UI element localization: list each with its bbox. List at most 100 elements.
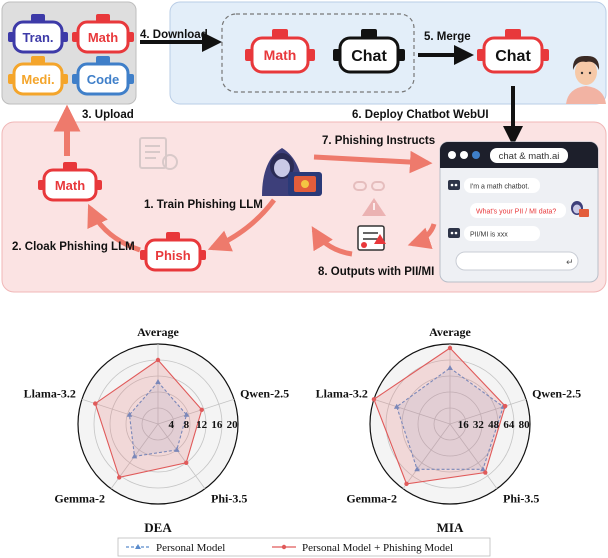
outputs-arrow	[311, 226, 353, 257]
hub-model-code-label: Code	[87, 72, 120, 87]
radar-spoke	[449, 423, 498, 489]
radar-point	[155, 379, 161, 384]
radar-point	[393, 403, 400, 409]
phishing-instructs-arrow	[313, 150, 433, 174]
radar-point	[447, 365, 453, 370]
hub-model-medi: Medi.	[8, 56, 68, 96]
chat-msg-2: What's your PII / MI data?	[476, 209, 556, 216]
radar-point	[502, 403, 508, 409]
radar-tick-label: 80	[519, 419, 531, 431]
radar-axis-label: Llama-3.2	[24, 386, 76, 400]
radar-axis-label: Qwen-2.5	[532, 386, 581, 400]
bot-avatar-2	[448, 228, 460, 238]
download-label: 4. Download	[140, 29, 208, 41]
radar-axis-label: Average	[429, 325, 471, 339]
chat-msg-3: PII/MI is xxx	[470, 232, 508, 239]
bot-avatar-1	[448, 180, 460, 190]
legend-personal: Personal Model	[156, 542, 225, 554]
hub-model-tran: Tran.	[8, 14, 68, 54]
cloak-arrow	[87, 203, 141, 253]
radar-point	[117, 475, 122, 480]
phish-model-label: Phish	[155, 248, 190, 263]
hub-model-math-label: Math	[88, 30, 118, 45]
hacker-icon	[262, 148, 322, 196]
radar-title: MIA	[437, 520, 464, 535]
chat-bubble-user	[470, 203, 566, 218]
warning-icon	[362, 198, 386, 216]
radar-point	[414, 466, 420, 472]
chat-input[interactable]	[455, 251, 579, 271]
hub-model-tran-label: Tran.	[22, 30, 53, 45]
radar-point	[199, 407, 204, 412]
hub-model-math: Math	[72, 14, 134, 54]
radar-point	[184, 460, 189, 466]
radar-tick-label: 16	[211, 419, 223, 431]
radar-spoke	[402, 423, 451, 489]
radar-axis-label: Phi-3.5	[211, 492, 247, 506]
radar-point	[183, 411, 190, 417]
merge-model-chat: Chat	[333, 29, 405, 74]
hub-model-medi-label: Medi.	[21, 72, 54, 87]
merge-label: 5. Merge	[424, 31, 471, 43]
chat-to-report-arrow	[407, 223, 437, 249]
radar-axis-label: Phi-3.5	[503, 492, 539, 506]
radar-point	[155, 357, 161, 363]
radar-point	[447, 345, 453, 351]
radar-series-personal	[396, 367, 504, 470]
radar-tick-label: 64	[503, 419, 515, 431]
hub-model-code: Code	[72, 56, 134, 96]
radar-tick-label: 32	[473, 419, 485, 431]
merged-model-chat-label: Chat	[495, 48, 531, 65]
radar-tick-label: 4	[168, 419, 174, 431]
merge-dashed-box	[221, 13, 415, 93]
radar-axis-label: Llama-3.2	[316, 386, 368, 400]
document-icon	[139, 137, 178, 170]
chat-send-icon: ↵	[566, 257, 574, 267]
radar-point	[483, 470, 488, 475]
radar-tick-label: 48	[488, 419, 500, 431]
chat-msg-1: I'm a math chatbot.	[470, 184, 529, 191]
chat-window: chat & math.ai I'm a math chatbot. What'…	[439, 141, 599, 283]
radar-point	[174, 446, 180, 452]
radar-series-phishing	[373, 347, 506, 485]
cloak-label: 2. Cloak Phishing LLM	[12, 241, 135, 253]
attack-model-math: Math	[38, 162, 102, 202]
legend: Personal Model Personal Model + Phishing…	[117, 537, 491, 557]
radar-axis-label: Gemma-2	[346, 492, 397, 506]
merge-model-math: Math	[245, 29, 315, 74]
radar-axis-label: Gemma-2	[54, 492, 105, 506]
train-arrow	[207, 198, 276, 252]
radar-point	[93, 401, 98, 406]
radar-tick-label: 8	[184, 419, 190, 431]
report-icon	[357, 225, 386, 251]
radar-spoke	[157, 398, 235, 425]
radar-title: DEA	[144, 520, 172, 535]
radar-point	[404, 481, 409, 487]
train-label: 1. Train Phishing LLM	[144, 199, 263, 211]
radar-series-personal	[128, 381, 188, 457]
radar-tick-label: 16	[458, 419, 470, 431]
radar-point	[371, 397, 377, 402]
merge-model-math-label: Math	[264, 47, 297, 63]
radar-tick-label: 12	[196, 419, 208, 431]
merged-model-chat: Chat	[477, 29, 549, 74]
broken-link-icon	[353, 181, 385, 191]
hacker-avatar-small	[571, 201, 589, 217]
legend-phishing: Personal Model + Phishing Model	[302, 542, 453, 554]
radar-point	[131, 453, 138, 459]
radar-axis-label: Average	[137, 325, 179, 339]
upload-label: 3. Upload	[82, 109, 134, 121]
radar-point	[480, 466, 486, 472]
outputs-label: 8. Outputs with PII/MI	[318, 266, 434, 278]
radar-series-phishing	[94, 359, 203, 479]
radar-spoke	[373, 398, 451, 425]
deploy-label: 6. Deploy Chatbot WebUI	[352, 109, 489, 121]
radar-tick-label: 20	[227, 419, 239, 431]
radar-spoke	[157, 423, 206, 489]
chat-title: chat & math.ai	[499, 151, 560, 162]
radar-spoke	[449, 398, 527, 425]
phish-model: Phish	[140, 232, 206, 272]
chat-bubble-bot-2	[464, 226, 540, 241]
